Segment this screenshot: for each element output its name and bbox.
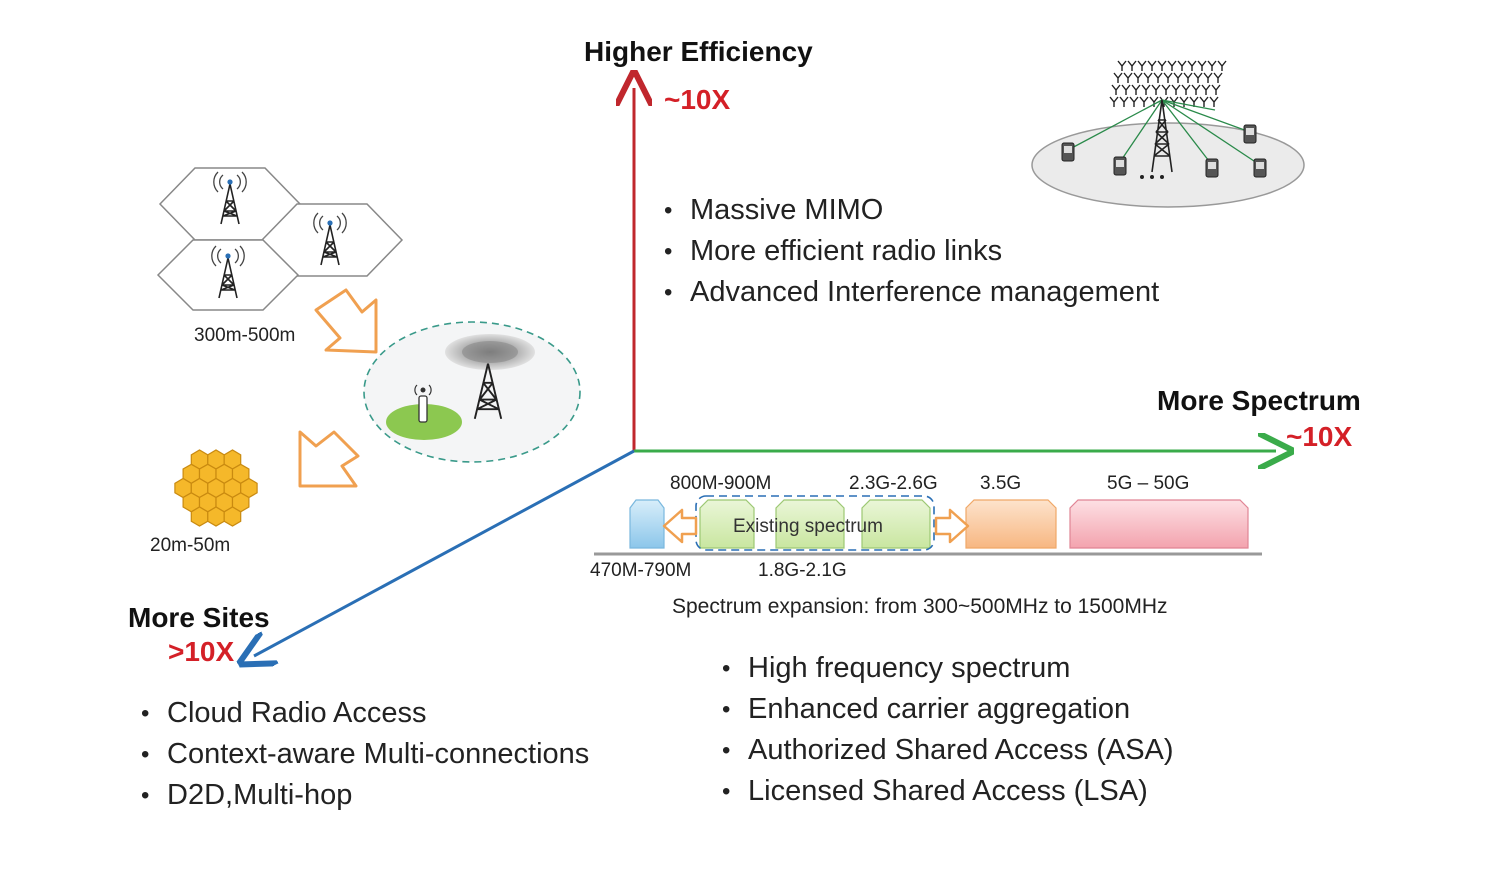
antenna-element <box>1167 60 1177 71</box>
band-3-5g <box>965 499 1057 549</box>
antenna-element <box>1143 72 1153 83</box>
band-label: 3.5G <box>980 473 1022 494</box>
list-item: Enhanced carrier aggregation <box>722 689 1174 730</box>
antenna-element <box>1109 96 1119 107</box>
sites-factor: >10X <box>168 636 235 667</box>
mobile-phone-icon <box>1113 156 1127 176</box>
list-item: Authorized Shared Access (ASA) <box>722 730 1174 771</box>
antenna-element <box>1201 84 1211 95</box>
cell-tower-icon <box>473 363 503 420</box>
antenna-element <box>1161 84 1171 95</box>
mobile-phone-icon <box>1243 124 1257 144</box>
massive-mimo-array-icon <box>1109 60 1227 107</box>
antenna-element <box>1197 60 1207 71</box>
antenna-element <box>1177 60 1187 71</box>
band-470-790m <box>629 499 665 549</box>
antenna-element <box>1113 72 1123 83</box>
antenna-element <box>1203 72 1213 83</box>
massive-mimo-illustration <box>1031 60 1305 208</box>
antenna-element <box>1179 96 1189 107</box>
antenna-element <box>1187 60 1197 71</box>
efficiency-factor: ~10X <box>664 84 731 115</box>
macro-cell-cluster <box>156 167 404 311</box>
antenna-element <box>1111 84 1121 95</box>
antenna-element <box>1133 72 1143 83</box>
antenna-element <box>1181 84 1191 95</box>
small-cell-illustration <box>363 321 581 463</box>
list-item: Context-aware Multi-connections <box>141 734 589 775</box>
list-item: High frequency spectrum <box>722 648 1174 689</box>
antenna-element <box>1213 72 1223 83</box>
antenna-element <box>1183 72 1193 83</box>
list-item: Licensed Shared Access (LSA) <box>722 771 1174 812</box>
band-5g-50g <box>1069 499 1249 549</box>
antenna-element <box>1129 96 1139 107</box>
band-1-8-2-1g <box>775 499 845 549</box>
antenna-element <box>1139 96 1149 107</box>
band-800-900m <box>699 499 755 549</box>
antenna-element <box>1117 60 1127 71</box>
antenna-element <box>1141 84 1151 95</box>
antenna-element <box>1191 84 1201 95</box>
orange-arrow-icon <box>934 508 970 544</box>
antenna-element <box>1163 72 1173 83</box>
efficiency-axis-title: Higher Efficiency <box>584 36 813 67</box>
band-label: 470M-790M <box>590 560 692 581</box>
orange-arrow-icon <box>662 508 698 544</box>
small-cell-range: 20m-50m <box>150 535 231 556</box>
band-label: 1.8G-2.1G <box>758 560 847 581</box>
mobile-phone-icon <box>1061 142 1075 162</box>
spectrum-bullet-list: High frequency spectrum Enhanced carrier… <box>722 648 1174 812</box>
list-item: Advanced Interference management <box>664 272 1159 313</box>
hexagon-cell-icon <box>223 506 242 527</box>
antenna-element <box>1127 60 1137 71</box>
antenna-element <box>1171 84 1181 95</box>
efficiency-bullet-list: Massive MIMO More efficient radio links … <box>664 190 1159 313</box>
antenna-element <box>1147 60 1157 71</box>
band-label: 800M-900M <box>670 473 772 494</box>
spectrum-factor: ~10X <box>1286 421 1353 452</box>
sites-bullet-list: Cloud Radio Access Context-aware Multi-c… <box>141 693 589 816</box>
band-label: 5G – 50G <box>1107 473 1190 494</box>
hexagon-cell-icon <box>207 506 225 527</box>
sites-axis-title: More Sites <box>128 602 270 633</box>
antenna-element <box>1211 84 1221 95</box>
spectrum-band-chart <box>594 495 1262 556</box>
antenna-element <box>1209 96 1219 107</box>
spectrum-caption: Spectrum expansion: from 300~500MHz to 1… <box>672 595 1168 618</box>
hexagon-cell-icon <box>190 506 209 527</box>
antenna-element <box>1119 96 1129 107</box>
ellipsis-dots <box>1140 175 1164 179</box>
spectrum-axis-title: More Spectrum <box>1157 385 1361 416</box>
list-item: More efficient radio links <box>664 231 1159 272</box>
cell-tower-icon <box>1151 99 1173 173</box>
list-item: Cloud Radio Access <box>141 693 589 734</box>
mobile-phone-icon <box>1253 158 1267 178</box>
antenna-element <box>1151 84 1161 95</box>
band-label: 2.3G-2.6G <box>849 473 938 494</box>
dense-small-cell-cluster <box>174 449 258 527</box>
antenna-element <box>1123 72 1133 83</box>
antenna-element <box>1121 84 1131 95</box>
antenna-element <box>1193 72 1203 83</box>
antenna-element <box>1199 96 1209 107</box>
antenna-element <box>1137 60 1147 71</box>
mobile-phone-icon <box>1205 158 1219 178</box>
list-item: Massive MIMO <box>664 190 1159 231</box>
macro-cell-range: 300m-500m <box>194 325 296 346</box>
antenna-element <box>1207 60 1217 71</box>
orange-arrow-icon <box>314 288 378 354</box>
antenna-element <box>1157 60 1167 71</box>
antenna-element <box>1217 60 1227 71</box>
antenna-element <box>1153 72 1163 83</box>
antenna-element <box>1173 72 1183 83</box>
list-item: D2D,Multi-hop <box>141 775 589 816</box>
existing-spectrum-label: Existing spectrum <box>733 516 883 537</box>
antenna-element <box>1131 84 1141 95</box>
orange-arrow-icon <box>298 430 360 488</box>
sites-axis <box>254 449 635 656</box>
small-cell-antenna-icon <box>414 384 432 423</box>
